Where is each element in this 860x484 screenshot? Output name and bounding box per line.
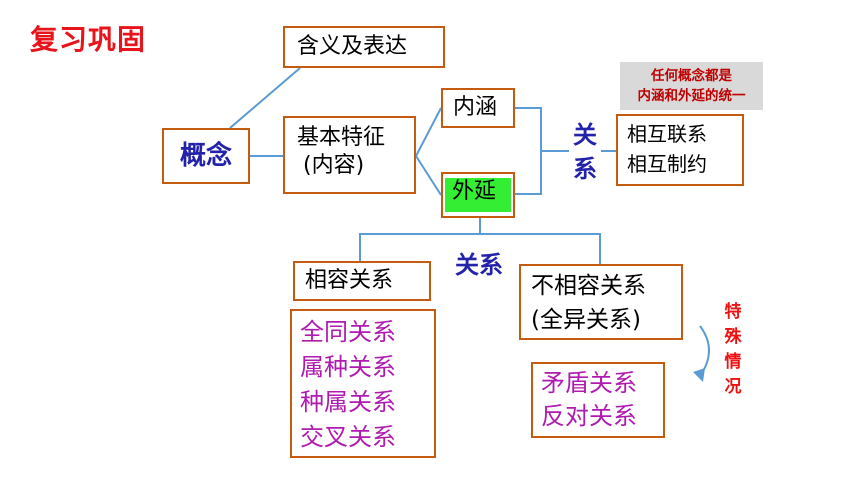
list-item: 交叉关系 [300, 423, 396, 451]
special-char: 殊 [724, 327, 742, 347]
compatible-types-box: 全同关系 属种关系 种属关系 交叉关系 [290, 309, 436, 458]
bracket-right [515, 107, 542, 195]
mutual-box: 相互联系 相互制约 [616, 114, 744, 186]
feature-line2: (内容) [303, 153, 365, 178]
relation-char-2: 系 [573, 155, 597, 183]
connotation-box: 内涵 [441, 88, 515, 128]
list-item: 反对关系 [541, 402, 637, 430]
concept-label: 概念 [179, 141, 232, 171]
note-line2: 内涵和外延的统一 [637, 88, 746, 104]
compatible-box: 相容关系 [293, 261, 431, 301]
incompatible-box: 不相容关系 (全异关系) [519, 264, 683, 340]
special-char: 特 [724, 302, 742, 322]
unity-note: 任何概念都是 内涵和外延的统一 [620, 62, 763, 110]
incompatible-types-box: 矛盾关系 反对关系 [531, 362, 665, 438]
special-char: 情 [724, 352, 742, 372]
list-item: 属种关系 [300, 353, 396, 381]
special-case-label: 特 殊 情 况 [720, 300, 746, 400]
list-item: 全同关系 [300, 318, 396, 346]
concept-box: 概念 [162, 128, 250, 184]
extension-box: 外延 [441, 172, 515, 218]
relation-vertical-label: 关 系 [569, 118, 601, 186]
mutual-line2: 相互制约 [627, 152, 707, 176]
incompatible-line1: 不相容关系 [531, 273, 646, 299]
feature-line1: 基本特征 [297, 125, 386, 150]
relation-mid-label: 关系 [455, 251, 503, 279]
relation-char-1: 关 [573, 121, 597, 149]
note-line1: 任何概念都是 [651, 68, 732, 84]
incompatible-line2: (全异关系) [531, 307, 641, 333]
special-arrow-head [693, 368, 705, 382]
list-item: 种属关系 [300, 388, 396, 416]
page-title: 复习巩固 [30, 23, 147, 56]
extension-label: 外延 [445, 178, 511, 212]
feature-box: 基本特征 (内容) [283, 116, 416, 194]
line-feature-extension [415, 155, 442, 196]
line-feature-connotation [415, 107, 442, 157]
list-item: 矛盾关系 [541, 369, 637, 397]
meaning-box: 含义及表达 [283, 26, 445, 68]
special-char: 况 [724, 377, 742, 397]
line-concept-meaning [229, 67, 301, 129]
mutual-line1: 相互联系 [627, 122, 707, 146]
bracket-bottom [359, 233, 601, 244]
